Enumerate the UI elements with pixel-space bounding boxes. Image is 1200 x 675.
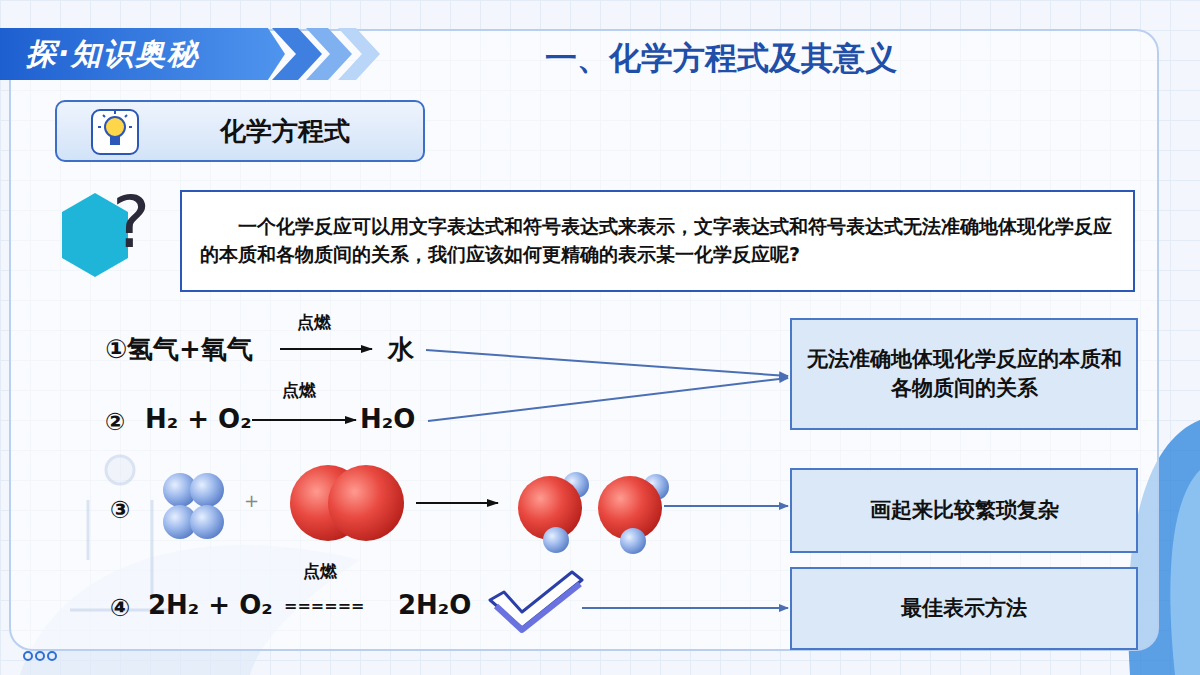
banner: 探·知识奥秘 (0, 28, 285, 80)
slide-title: 一、化学方程式及其意义 (545, 42, 897, 74)
callout-number: ④ (110, 596, 130, 620)
hydrogen-molecules (163, 473, 224, 539)
node-text: 一个化学反应可以用文字表达式和符号表达式来表示，文字表达式和符号表达式无法准确地… (200, 213, 1115, 268)
callout-number: ② (105, 410, 125, 434)
node-text: 无法准确地体现化学反应的本质和各物质间的关系 (806, 345, 1122, 404)
word-equation: ①氢气+氧气 (105, 336, 253, 362)
oxygen-molecule (290, 465, 404, 541)
flask-decor (70, 456, 170, 610)
equals-sign: ====== (284, 598, 364, 614)
callout-number: ③ (110, 498, 130, 522)
lightbulb-icon (92, 110, 138, 154)
symbol-reactants: H₂ + O₂ (145, 406, 252, 432)
node-text: 画起来比较繁琐复杂 (870, 496, 1059, 525)
result-box: 无法准确地体现化学反应的本质和各物质间的关系 (790, 318, 1138, 430)
question-box: 一个化学反应可以用文字表达式和符号表达式来表示，文字表达式和符号表达式无法准确地… (180, 190, 1135, 292)
condition-label: 点燃 (282, 382, 316, 399)
check-mark (490, 572, 582, 630)
product-word: 水 (388, 336, 414, 362)
node-text: 探·知识奥秘 (26, 34, 199, 75)
node-text: 化学方程式 (220, 114, 350, 149)
leader-arrows (426, 350, 788, 608)
condition-label: 点燃 (303, 563, 337, 580)
symbol-product: H₂O (360, 406, 415, 432)
result-box: 画起来比较繁琐复杂 (790, 468, 1138, 553)
section-box: 化学方程式 (55, 100, 425, 162)
banner-chevrons (272, 28, 380, 80)
condition-label: 点燃 (297, 314, 331, 331)
node-text: 最佳表示方法 (901, 594, 1027, 623)
equation-reactants: 2H₂ + O₂ (148, 592, 273, 618)
water-molecules (518, 472, 669, 554)
plus-sign: + (244, 492, 259, 510)
page-dots (24, 652, 56, 660)
slide-panel (10, 30, 1158, 650)
result-box: 最佳表示方法 (790, 567, 1138, 650)
question-mark: ? (112, 186, 150, 258)
equation-product: 2H₂O (398, 592, 471, 618)
